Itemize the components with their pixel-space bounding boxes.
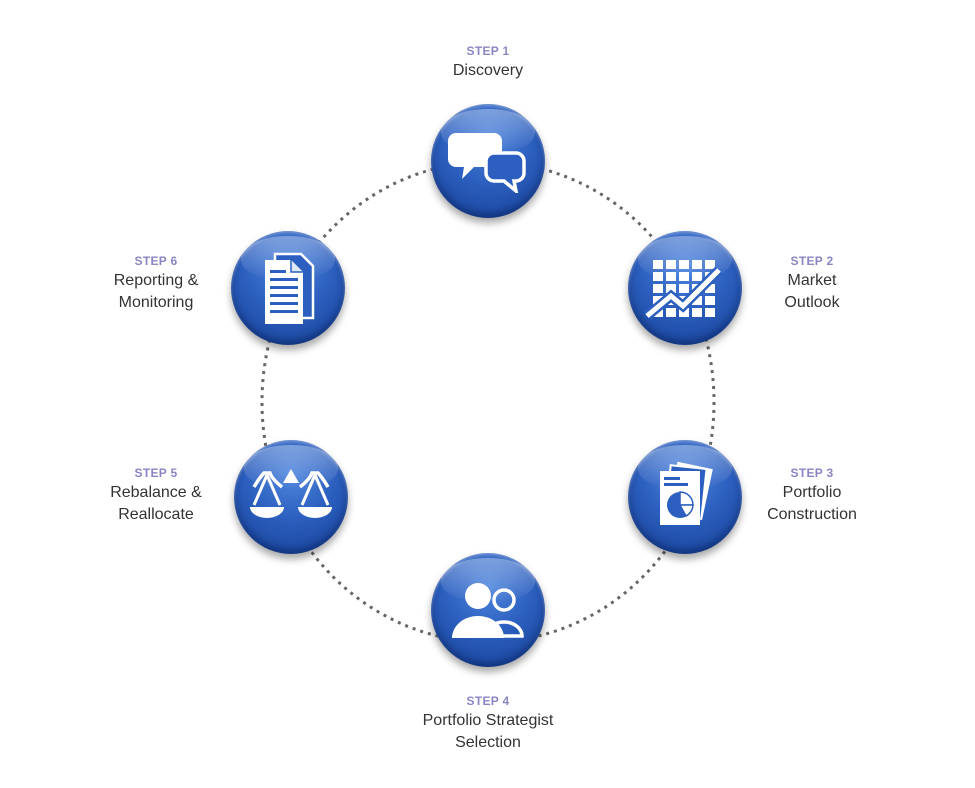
step-2-number: STEP 2 bbox=[790, 254, 834, 268]
step-6-circle bbox=[231, 231, 345, 345]
step-2-circle bbox=[628, 231, 742, 345]
step-3-number: STEP 3 bbox=[790, 466, 834, 480]
balance-scale-icon bbox=[250, 469, 332, 518]
people-icon bbox=[452, 583, 524, 638]
step-1-label: STEP 1 Discovery bbox=[388, 44, 588, 82]
step-4-label: STEP 4 Portfolio Strategist Selection bbox=[368, 694, 608, 754]
step-1-circle bbox=[431, 104, 545, 218]
step-4-title: Portfolio Strategist Selection bbox=[422, 712, 554, 751]
step-4-number: STEP 4 bbox=[466, 694, 510, 708]
step-3-circle bbox=[628, 440, 742, 554]
step-3-title: Portfolio Construction bbox=[767, 484, 857, 523]
step-6-title: Reporting & Monitoring bbox=[113, 272, 199, 311]
step-1-number: STEP 1 bbox=[466, 44, 510, 58]
step-2-title: Market Outlook bbox=[784, 272, 840, 311]
step-1-title: Discovery bbox=[452, 62, 524, 79]
document-icon bbox=[265, 252, 315, 324]
step-4-circle bbox=[431, 553, 545, 667]
step-3-label: STEP 3 Portfolio Construction bbox=[742, 466, 882, 526]
step-5-title: Rebalance & Reallocate bbox=[110, 484, 202, 523]
step-5-label: STEP 5 Rebalance & Reallocate bbox=[86, 466, 226, 526]
step-6-label: STEP 6 Reporting & Monitoring bbox=[86, 254, 226, 314]
growth-chart-icon bbox=[643, 260, 723, 320]
step-5-number: STEP 5 bbox=[134, 466, 178, 480]
step-5-circle bbox=[234, 440, 348, 554]
step-6-number: STEP 6 bbox=[134, 254, 178, 268]
chat-bubbles-icon bbox=[448, 133, 526, 193]
pie-report-icon bbox=[660, 461, 713, 525]
step-2-label: STEP 2 Market Outlook bbox=[742, 254, 882, 314]
